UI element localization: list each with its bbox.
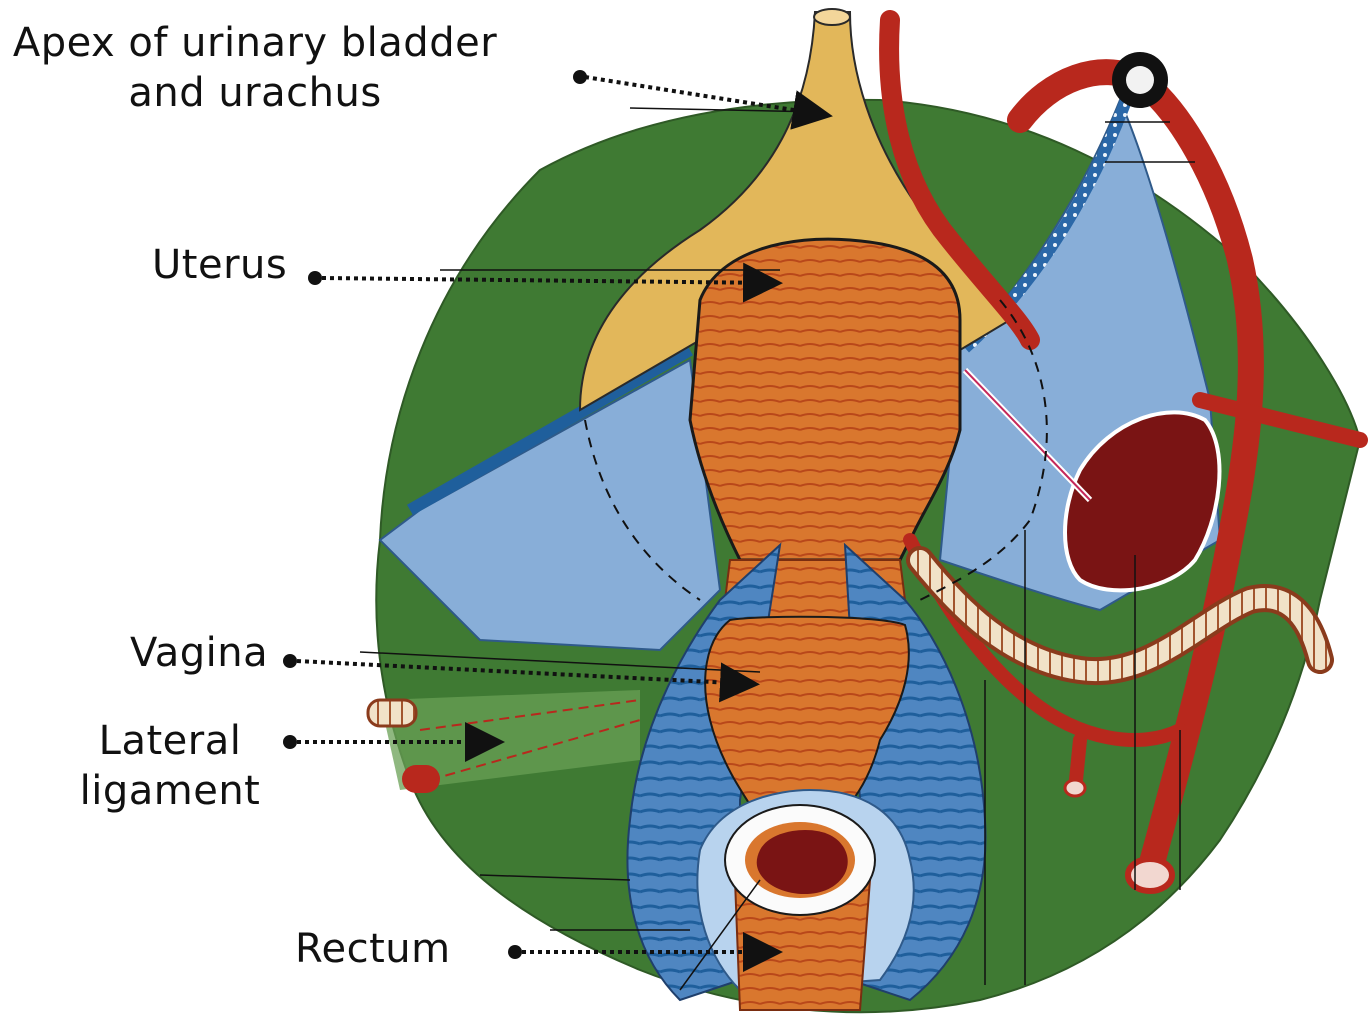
arrow-dot-apex (573, 70, 587, 84)
arrow-dot-uterus (308, 271, 322, 285)
inguinal-ring-inner (1126, 66, 1154, 94)
apex-label-line1: Apex of urinary bladder (10, 18, 500, 68)
arrow-dot-vagina (283, 654, 297, 668)
vaginal-artery-cut (1065, 780, 1085, 796)
lateral-label-line1: Lateral (70, 716, 270, 766)
arrow-dot-lateral (283, 735, 297, 749)
uterus-body (690, 239, 960, 560)
apex-of-urinary-bladder-label: Apex of urinary bladder and urachus (10, 18, 500, 118)
left-cut-tube (368, 700, 416, 726)
lateral-ligament-label: Lateral ligament (70, 716, 270, 816)
apex-label-line2: and urachus (10, 68, 500, 118)
vagina-label: Vagina (130, 628, 268, 678)
uterus-label: Uterus (152, 240, 287, 290)
urachus-opening (814, 9, 850, 25)
rectum-label: Rectum (295, 924, 451, 974)
lateral-label-line2: ligament (70, 766, 270, 816)
arrow-dot-rectum (508, 945, 522, 959)
